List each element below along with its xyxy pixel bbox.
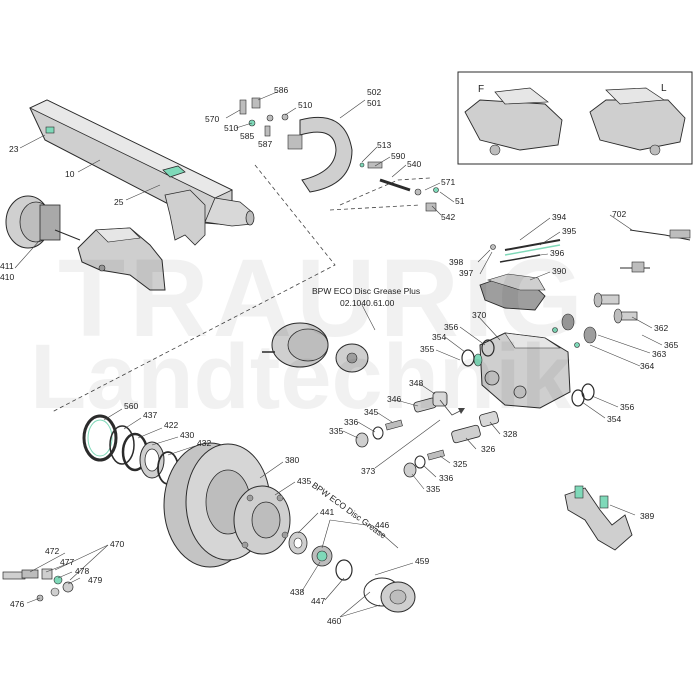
part-label: 478 <box>75 566 90 576</box>
part-label: 587 <box>258 139 273 149</box>
part-label: 345 <box>364 407 379 417</box>
fastener-set-top <box>239 97 289 137</box>
part-label: 380 <box>285 455 300 465</box>
part-label: 395 <box>562 226 577 236</box>
part-label: 571 <box>441 177 456 187</box>
part-label: 510 <box>224 123 239 133</box>
inset-box <box>457 71 693 165</box>
part-label: 702 <box>612 209 627 219</box>
part-label: 363 <box>652 349 667 359</box>
part-label: 542 <box>441 212 456 222</box>
part-label: 25 <box>114 197 124 207</box>
part-label: 472 <box>45 546 60 556</box>
part-label: 326 <box>481 444 496 454</box>
part-label: 476 <box>10 599 25 609</box>
wheel-studs <box>2 568 74 602</box>
part-label: 354 <box>432 332 447 342</box>
part-label: 560 <box>124 401 139 411</box>
part-label: 10 <box>65 169 75 179</box>
brake-actuator <box>262 322 369 373</box>
part-label: 410 <box>0 272 15 282</box>
part-label: 336 <box>344 417 359 427</box>
part-label: 325 <box>453 459 468 469</box>
wear-sensor-parts <box>359 161 439 212</box>
part-label: 432 <box>197 438 212 448</box>
brake-chamber <box>5 195 81 249</box>
part-label: 540 <box>407 159 422 169</box>
assembly-lines <box>51 164 431 413</box>
part-label: 335 <box>329 426 344 436</box>
part-label: 355 <box>420 344 435 354</box>
part-label: 430 <box>180 430 195 440</box>
part-label: 336 <box>439 473 454 483</box>
caliper-center <box>479 332 571 409</box>
part-label: 23 <box>9 144 19 154</box>
inset-front-label: F <box>478 84 485 95</box>
part-label: 370 <box>472 310 487 320</box>
part-label: 356 <box>444 322 459 332</box>
seal-rings-right <box>571 383 595 407</box>
part-label: 435 <box>297 476 312 486</box>
part-label: 396 <box>550 248 565 258</box>
bearing-and-cap <box>288 531 416 613</box>
guide-bushes <box>355 391 448 448</box>
part-label: 335 <box>426 484 441 494</box>
axle-beam <box>29 99 255 246</box>
grease-arrow <box>439 399 465 416</box>
guide-pins <box>552 292 638 348</box>
part-label: 397 <box>459 268 474 278</box>
part-label: 590 <box>391 151 406 161</box>
part-label: 411 <box>0 261 14 271</box>
part-label: 460 <box>327 616 342 626</box>
inset-rear-label: L <box>661 83 667 94</box>
part-label: 354 <box>607 414 622 424</box>
part-label: 394 <box>552 212 567 222</box>
brake-pads <box>479 273 546 311</box>
part-label: 470 <box>110 539 125 549</box>
part-label: 437 <box>143 410 158 420</box>
part-label: 479 <box>88 575 103 585</box>
wheel-hub <box>233 485 291 555</box>
part-label: 389 <box>640 511 655 521</box>
part-label: 390 <box>552 266 567 276</box>
wear-sensor-cable <box>620 229 691 273</box>
dust-shield <box>287 116 353 193</box>
part-label: 513 <box>377 140 392 150</box>
part-label: 447 <box>311 596 326 606</box>
guide-bushes-lower <box>403 411 499 478</box>
part-label: 362 <box>654 323 669 333</box>
grease-plus-note: BPW ECO Disc Grease Plus 02.1040.61.00 <box>312 286 420 308</box>
part-label: 477 <box>60 557 75 567</box>
part-label: 398 <box>449 257 464 267</box>
part-label: 422 <box>164 420 179 430</box>
part-label: 459 <box>415 556 430 566</box>
caliper-housing <box>77 227 166 291</box>
part-label: 585 <box>240 131 255 141</box>
part-label: 346 <box>387 394 402 404</box>
part-label: 510 <box>298 100 313 110</box>
part-label: 570 <box>205 114 220 124</box>
grease-plus-text: BPW ECO Disc Grease Plus <box>312 286 421 296</box>
caliper-carrier <box>564 485 633 551</box>
part-label: 586 <box>274 85 289 95</box>
part-label: 51 <box>455 196 465 206</box>
part-label: 438 <box>290 587 305 597</box>
part-label: 328 <box>503 429 518 439</box>
grease-plus-partno: 02.1040.61.00 <box>340 298 395 308</box>
part-label: 501 <box>367 98 382 108</box>
part-label: 356 <box>620 402 635 412</box>
part-label: 441 <box>320 507 335 517</box>
part-label: 364 <box>640 361 655 371</box>
seal-rings-left <box>461 339 495 367</box>
part-label: 365 <box>664 340 679 350</box>
part-label: 502 <box>367 87 382 97</box>
part-label: 446 <box>375 520 390 530</box>
leader-lines <box>14 91 663 618</box>
part-label: 373 <box>361 466 376 476</box>
part-label: 348 <box>409 378 424 388</box>
